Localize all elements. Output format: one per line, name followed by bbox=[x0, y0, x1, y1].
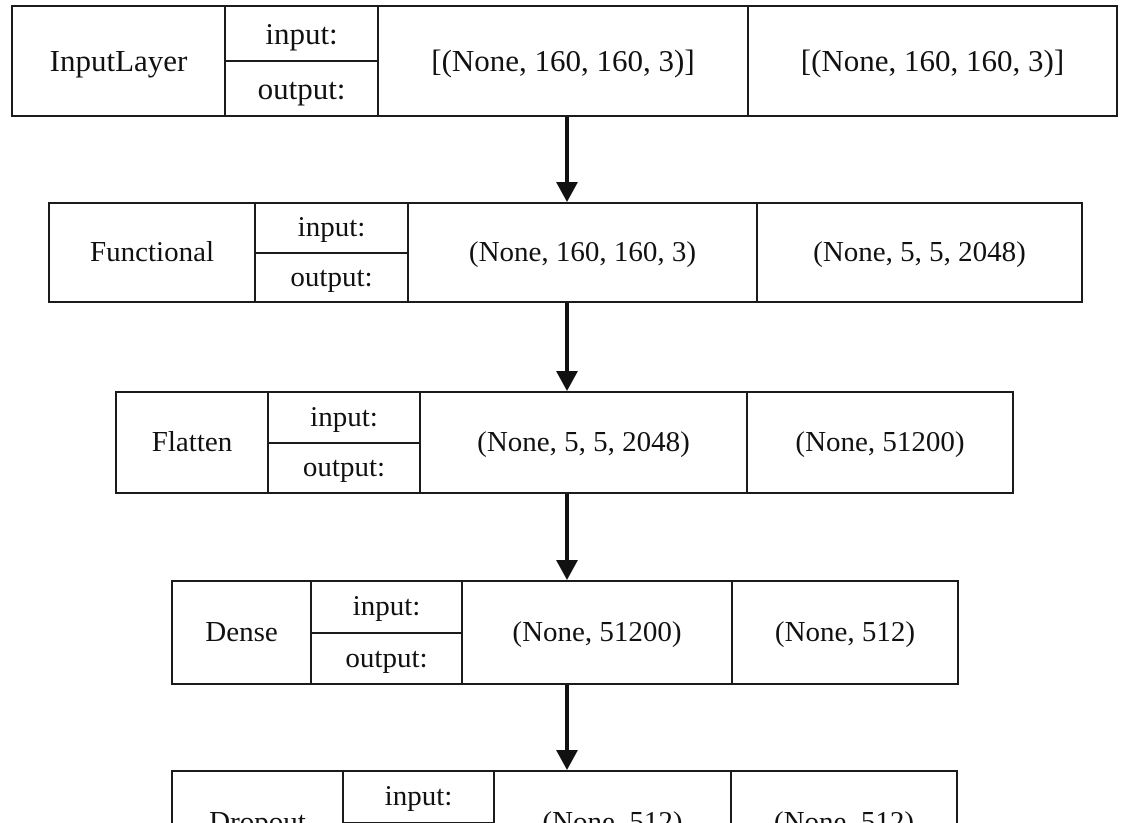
arrow-head-icon bbox=[556, 560, 578, 580]
arrow-shaft bbox=[565, 685, 569, 752]
layer-node-flatten: Flatten input: output: (None, 5, 5, 2048) (N… bbox=[115, 391, 1014, 494]
layer-node-input-layer: InputLayer input: output: [(None, 160, 160,… bbox=[11, 5, 1118, 117]
arrow-shaft bbox=[565, 117, 569, 184]
input-shape-value: [(None, 160, 160, 3)] bbox=[431, 43, 695, 78]
output-shape-value: (None, 512) bbox=[731, 582, 957, 683]
arrow-head-icon bbox=[556, 750, 578, 770]
layer-type-label: Dropout bbox=[209, 806, 306, 823]
arrow-head-icon bbox=[556, 182, 578, 202]
output-label: output: bbox=[256, 251, 407, 302]
input-shape-value: (None, 5, 5, 2048) bbox=[477, 426, 690, 458]
io-label-column: input: output: bbox=[267, 393, 421, 492]
output-shape-value: (None, 5, 5, 2048) bbox=[756, 204, 1081, 301]
output-shape-value: (None, 51200) bbox=[746, 393, 1012, 492]
arrow-shaft bbox=[565, 494, 569, 562]
connector-arrow bbox=[556, 494, 578, 580]
layer-node-functional: Functional input: output: (None, 160, 160, … bbox=[48, 202, 1083, 303]
input-label: input: bbox=[384, 780, 453, 813]
layer-type-label: Functional bbox=[89, 236, 215, 268]
layer-node-dropout: Dropout input: output: (None, 512) (None, 51… bbox=[171, 770, 958, 823]
output-label: output: bbox=[226, 60, 377, 115]
connector-arrow bbox=[556, 685, 578, 770]
input-label: input: bbox=[297, 211, 366, 244]
connector-arrow bbox=[556, 303, 578, 391]
layer-type-label: InputLayer bbox=[49, 43, 188, 78]
io-label-column: input: output: bbox=[224, 7, 379, 115]
input-label: input: bbox=[310, 400, 378, 433]
arrow-head-icon bbox=[556, 371, 578, 391]
input-shape-value: (None, 160, 160, 3) bbox=[468, 236, 697, 268]
io-label-column: input: output: bbox=[310, 582, 463, 683]
arrow-shaft bbox=[565, 303, 569, 373]
input-shape-value: (None, 512) bbox=[542, 806, 683, 823]
input-label: input: bbox=[352, 590, 421, 623]
output-label: output: bbox=[312, 631, 461, 684]
output-shape-value: [(None, 160, 160, 3)] bbox=[747, 7, 1116, 115]
io-label-column: input: output: bbox=[254, 204, 409, 301]
output-label: output: bbox=[269, 441, 419, 493]
layer-node-dense: Dense input: output: (None, 51200) (None, 51… bbox=[171, 580, 959, 685]
connector-arrow bbox=[556, 117, 578, 202]
io-label-column: input: output: bbox=[342, 772, 495, 823]
layer-type-label: Dense bbox=[205, 616, 278, 648]
input-label: input: bbox=[265, 15, 338, 51]
output-shape-value: (None, 512) bbox=[730, 772, 956, 823]
layer-type-label: Flatten bbox=[151, 426, 233, 458]
input-shape-value: (None, 51200) bbox=[512, 616, 682, 648]
output-label: output: bbox=[344, 821, 493, 823]
